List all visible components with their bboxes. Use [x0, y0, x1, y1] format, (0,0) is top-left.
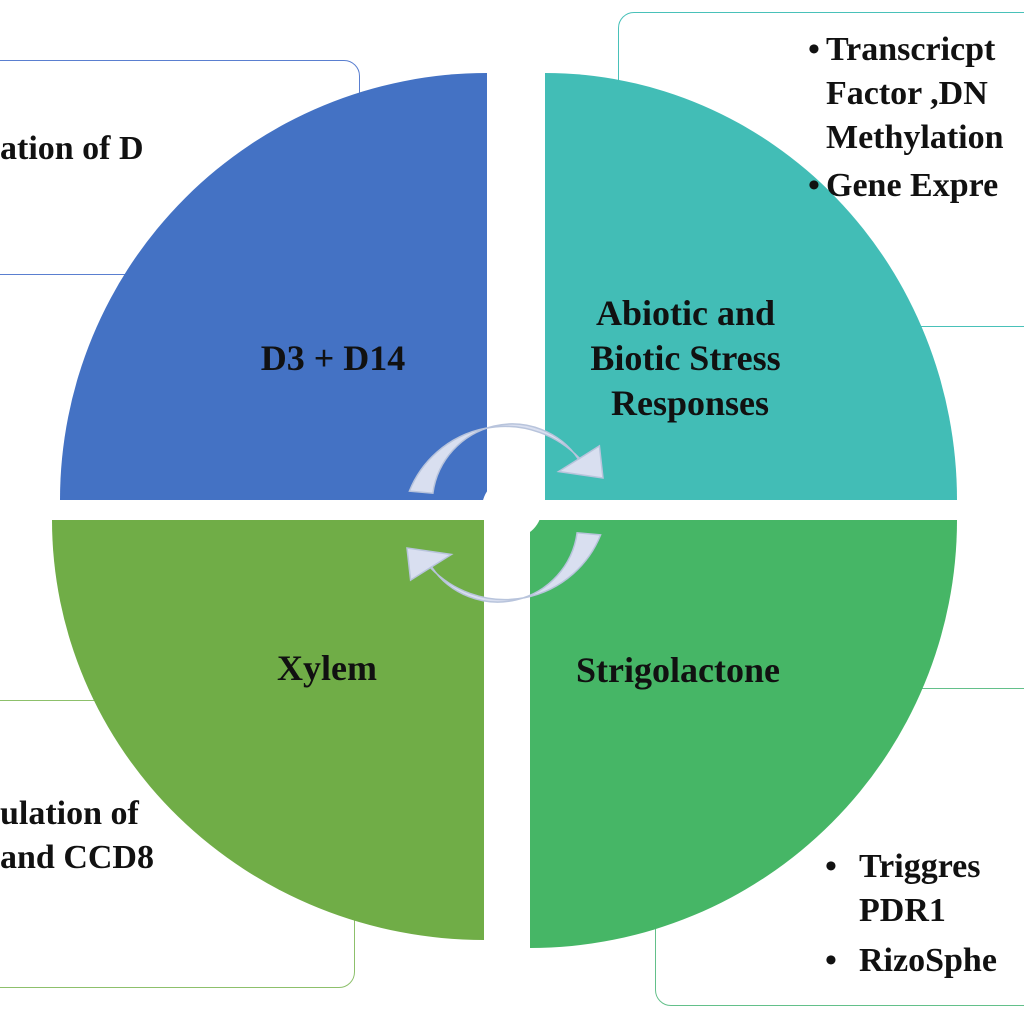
callout-text-top-left: ation of D	[0, 130, 144, 167]
list-item: • RizoSphe	[825, 939, 997, 983]
quadrant-top-left	[60, 73, 487, 500]
center-hole	[482, 478, 542, 538]
callout-list-bottom-right: • Triggres PDR1 • RizoSphe	[825, 845, 997, 989]
quadrant-bottom-left	[52, 520, 484, 940]
cycle-arrows	[406, 423, 604, 603]
bullet-marker: •	[825, 848, 837, 885]
callout-text-bottom-left: ulation of and CCD8	[0, 795, 154, 876]
quadrant-bottom-right	[530, 520, 957, 948]
cycle-arrow-upper	[408, 423, 604, 495]
quadrant-label-top-right: Abiotic and Biotic Stress Responses	[590, 293, 789, 423]
quadrant-top-right	[545, 73, 957, 500]
list-item-text: Gene Expre	[826, 167, 999, 204]
list-item: • Triggres PDR1	[825, 845, 997, 933]
quadrant-label-top-right-line-2: Biotic Stress	[590, 338, 780, 378]
quadrant-label-top-left: D3 + D14	[261, 338, 406, 378]
list-item: • Gene Expre	[808, 164, 1004, 208]
cycle-arrow-lower	[406, 531, 602, 603]
list-item-text: Triggres PDR1	[859, 848, 981, 929]
quadrant-label-bottom-left: Xylem	[277, 648, 377, 688]
list-item-text: RizoSphe	[859, 942, 997, 979]
bullet-marker: •	[808, 167, 820, 204]
list-item-text: Transcricpt Factor ,DN Methylation	[826, 31, 1004, 156]
callout-list-top-right: • Transcricpt Factor ,DN Methylation • G…	[808, 28, 1004, 212]
quadrant-label-bottom-right: Strigolactone	[576, 650, 780, 690]
quadrant-label-top-right-line-3: Responses	[611, 383, 769, 423]
list-item: • Transcricpt Factor ,DN Methylation	[808, 28, 1004, 160]
bullet-marker: •	[808, 31, 820, 68]
quadrant-label-top-right-line-1: Abiotic and	[596, 293, 775, 333]
bullet-marker: •	[825, 942, 837, 979]
